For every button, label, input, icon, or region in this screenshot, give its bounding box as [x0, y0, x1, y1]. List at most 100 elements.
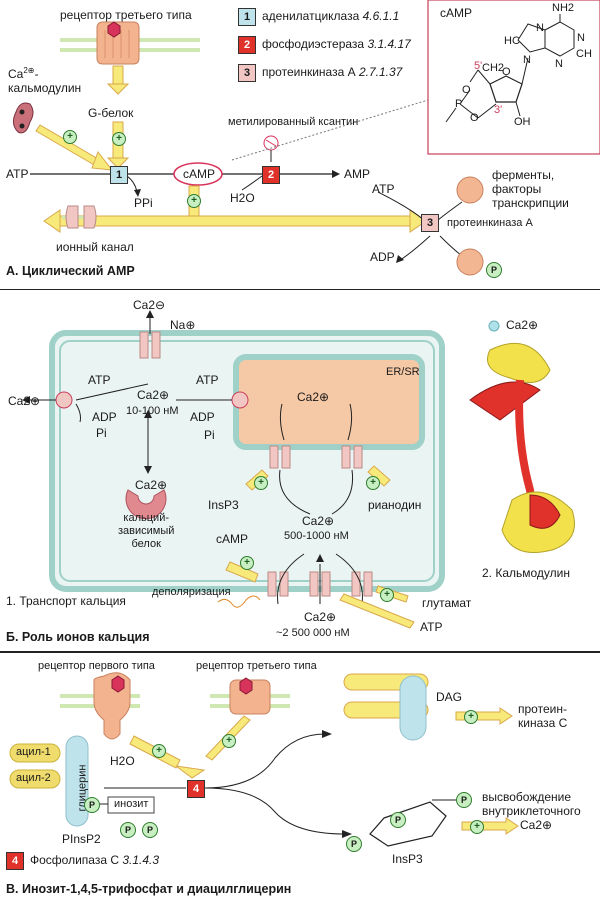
legend-ec-4: 3.1.4.3: [122, 853, 160, 867]
ca-cam-text: Ca: [8, 67, 24, 81]
struct-label-hc: HC: [504, 35, 520, 47]
cdp-line-1: кальций-: [123, 512, 169, 524]
adp-mid-label: ADP: [190, 410, 215, 424]
ca-cam-word: кальмодулин: [8, 81, 82, 95]
legend-ec-1: 4.6.1.1: [362, 9, 400, 23]
plus-icon-b2: +: [366, 476, 380, 490]
transcription-text: транскрипции: [492, 196, 569, 210]
legend-name-4: Фосфолипаза С 3.1.4.3: [30, 853, 159, 867]
legend-name-2: фосфодиэстераза 3.1.4.17: [262, 37, 411, 51]
camp-label-b: cAMP: [216, 532, 249, 546]
ca-ext-conc: ~2 500 000 нМ: [276, 627, 350, 639]
release-line-2: внутриклеточного: [482, 804, 581, 818]
insp3-label-c: InsP3: [392, 852, 423, 866]
cdp-line-3: белок: [131, 538, 161, 550]
pinsp2-label: PInsP2: [62, 832, 101, 846]
enzyme-1-box: 1: [110, 166, 128, 184]
plus-icon-b1: +: [254, 476, 268, 490]
pi-left-label: Pi: [96, 426, 107, 440]
factors-text: факторы: [492, 182, 542, 196]
acyl2-label: ацил-2: [16, 772, 51, 784]
g-protein-label: G-белок: [88, 106, 134, 120]
ca-protein-label: Ca2⊕: [135, 478, 168, 492]
struct-label-n3: N: [555, 58, 563, 70]
receptor1-label: рецептор первого типа: [38, 660, 155, 672]
legend-box-2: 2: [238, 36, 256, 54]
ca-left-label: Ca2⊕: [8, 394, 41, 408]
atp-left-label: ATP: [88, 373, 111, 387]
struct-label-n9: N: [523, 54, 531, 66]
legend-box-3: 3: [238, 64, 256, 82]
release-label: высвобождение внутриклеточного: [482, 790, 581, 818]
insp3-label-b: InsP3: [208, 498, 239, 512]
cdp-line-2: зависимый: [118, 525, 175, 537]
adp-label-a: ADP: [370, 250, 395, 264]
h2o-label-a: H2O: [230, 191, 255, 205]
struct-label-nh2: NH2: [552, 2, 575, 14]
ca-local-conc: 500-1000 нМ: [284, 530, 349, 542]
ca-calmodulin-label-a: Ca2⊕- кальмодулин: [8, 66, 81, 95]
enzyme-2-box: 2: [262, 166, 280, 184]
plus-icon-c2: +: [222, 734, 236, 748]
glutamate-label: глутамат: [422, 596, 472, 610]
ion-channel-label: ионный канал: [56, 240, 134, 254]
camp-label-a: cAMP: [183, 167, 216, 181]
plus-icon-b4: +: [380, 588, 394, 602]
methylxanthine-label: метилированный ксантин: [228, 116, 359, 128]
struct-label-oh: OH: [514, 116, 531, 128]
struct-label-ch: CH: [576, 48, 592, 60]
atp-mid-label: ATP: [196, 373, 219, 387]
legend-ec-3: 2.7.1.37: [358, 65, 403, 79]
ppi-label: PPi: [134, 196, 153, 210]
plus-icon-a2: +: [112, 132, 126, 146]
ca-dep-protein-label: кальций- зависимый белок: [118, 512, 174, 551]
legend-name-text-3: протеинкиназа А: [262, 65, 356, 79]
ca-out-top-label: Ca2⊖: [133, 298, 166, 312]
acyl1-label: ацил-1: [16, 746, 51, 758]
atp-br-label: ATP: [420, 620, 443, 634]
enzymes-factors-label: ферменты, факторы транскрипции: [492, 168, 569, 210]
plus-icon-c3: +: [464, 710, 478, 724]
ca-legend-label: Ca2⊕: [506, 318, 539, 332]
atp-label-a: ATP: [6, 167, 29, 181]
dag-label: DAG: [436, 690, 463, 704]
phosphate-circle-c6: P: [346, 836, 362, 852]
receptor3-label-c: рецептор третьего типа: [196, 660, 317, 672]
plus-icon-a3: +: [187, 194, 201, 208]
na-label: Na⊕: [170, 318, 196, 332]
receptor3-label-a: рецептор третьего типа: [60, 8, 192, 22]
enzymes-text: ферменты,: [492, 168, 555, 182]
pkc-line-2: киназа С: [518, 716, 568, 730]
ca-cam-sup: 2⊕: [23, 66, 35, 75]
er-sr-label: ER/SR: [386, 366, 420, 378]
camp-struct-title: cAMP: [440, 6, 473, 20]
ca-cam-dash: -: [34, 67, 39, 81]
legend-box-1: 1: [238, 8, 256, 26]
ryanodine-label: рианодин: [368, 498, 422, 512]
section-b-title: Б. Роль ионов кальция: [6, 630, 150, 644]
plus-icon-c4: +: [470, 820, 484, 834]
plus-icon-b3: +: [240, 556, 254, 570]
atp2-label-a: ATP: [372, 182, 395, 196]
pk-a-label: протеинкиназа А: [447, 217, 533, 229]
calmodulin-subtitle: 2. Кальмодулин: [482, 566, 570, 580]
struct-label-n7: N: [536, 22, 544, 34]
section-a-title: А. Циклический АМР: [6, 264, 135, 278]
ca-ext-label: Ca2⊕: [304, 610, 337, 624]
amp-label: AMP: [344, 167, 371, 181]
legend-name-text-4: Фосфолипаза С: [30, 853, 119, 867]
pkc-label: протеин- киназа С: [518, 702, 567, 730]
legend-name-1: аденилатциклаза 4.6.1.1: [262, 9, 399, 23]
section-c-title: В. Инозит-1,4,5-трифосфат и диацилглицер…: [6, 882, 292, 896]
struct-label-n1: N: [577, 32, 585, 44]
phosphate-circle-c1: P: [84, 797, 100, 813]
plus-icon-a1: +: [63, 130, 77, 144]
ca-er-label: Ca2⊕: [297, 390, 330, 404]
enzyme-4-box: 4: [187, 780, 205, 798]
legend-ec-2: 3.1.4.17: [367, 37, 411, 51]
legend-name-text-1: аденилатциклаза: [262, 9, 360, 23]
depolarization-label: деполяризация: [152, 586, 231, 598]
enzyme-3-box: 3: [421, 214, 439, 232]
struct-label-p: P: [455, 98, 463, 110]
pkc-line-1: протеин-: [518, 702, 567, 716]
